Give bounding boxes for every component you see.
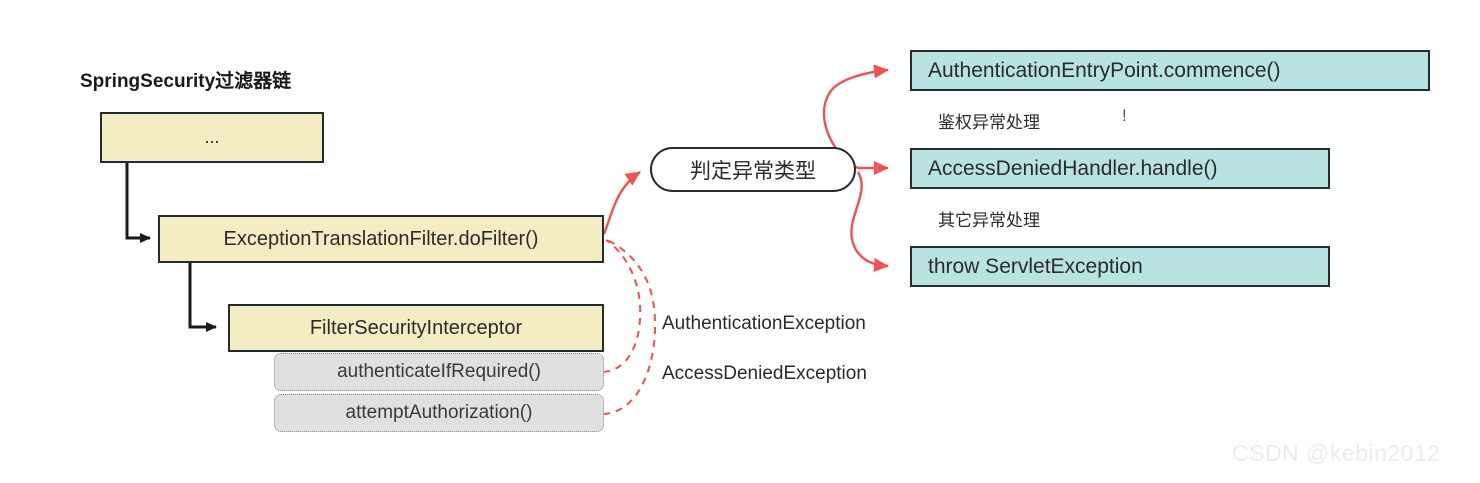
exception-label-authentication-exception: AuthenticationException — [662, 313, 866, 334]
filter-security-interceptor-box[interactable]: FilterSecurityInterceptor — [228, 304, 604, 352]
filter-chain-ellipsis-box[interactable]: ... — [100, 112, 324, 163]
branch-label-auth-exception-handling: 鉴权异常处理 — [938, 113, 1040, 132]
method-box-attempt-authorization[interactable]: attemptAuthorization() — [274, 394, 604, 432]
branch-label-other-exception-handling: 其它异常处理 — [938, 211, 1040, 230]
handler-box-authentication-entry-point[interactable]: AuthenticationEntryPoint.commence() — [910, 50, 1430, 91]
exception-label-access-denied-exception: AccessDeniedException — [662, 363, 867, 384]
watermark: CSDN @kebin2012 — [1232, 440, 1441, 466]
handler-box-access-denied-handler[interactable]: AccessDeniedHandler.handle() — [910, 148, 1330, 189]
chain-title: SpringSecurity过滤器链 — [80, 71, 292, 92]
exception-translation-filter-box[interactable]: ExceptionTranslationFilter.doFilter() — [158, 215, 604, 263]
decision-node-exception-type[interactable]: 判定异常类型 — [650, 147, 856, 192]
branch-label-artifact: ! — [1122, 106, 1127, 125]
method-box-authenticate-if-required[interactable]: authenticateIfRequired() — [274, 353, 604, 391]
handler-box-throw-servlet-exception[interactable]: throw ServletException — [910, 246, 1330, 287]
